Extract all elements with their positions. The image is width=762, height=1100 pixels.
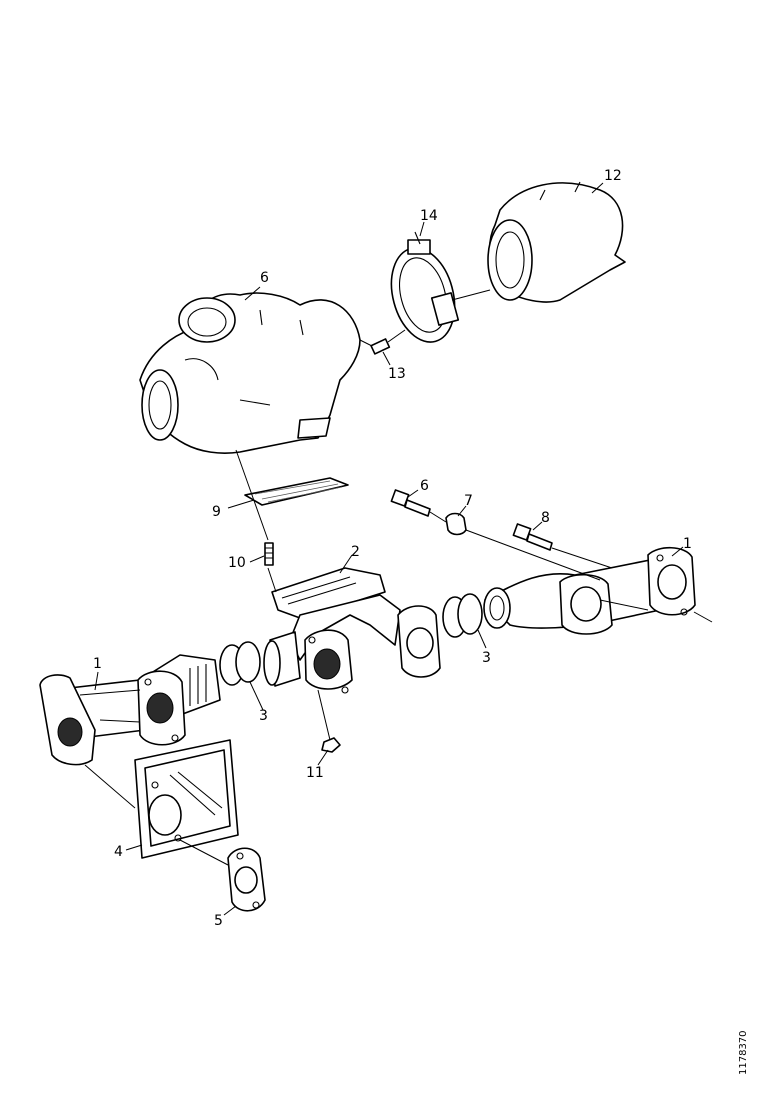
callout-3-left: 3 [259,708,268,724]
part-6-manifold-housing [139,292,361,454]
part-10-stud [264,542,274,566]
part-1-right-pipe [484,546,696,635]
part-5-flange-gasket [227,847,266,912]
part-8-bolt-upper [390,489,431,517]
callout-6-top: 6 [260,270,269,286]
part-3-left-seal-rings [219,631,301,687]
part-9-gasket [244,477,349,506]
callout-1-left: 1 [93,656,102,672]
callout-5: 5 [214,913,223,929]
leader-lines [79,182,713,916]
part-13-stud [370,338,391,355]
callout-8: 8 [541,510,550,526]
part-8-bolt-lower [512,523,553,551]
callout-4: 4 [114,844,123,860]
part-14-clamp [390,231,460,343]
callout-labels: 6 12 14 13 9 10 6 7 8 2 1 3 3 1 4 5 11 [93,168,692,929]
callout-10: 10 [228,555,246,571]
part-4-gasket-plate [134,739,239,859]
part-12-turbine-housing [487,181,626,303]
callout-12: 12 [604,168,622,184]
callout-14: 14 [420,208,438,224]
callout-11: 11 [306,765,324,781]
part-11-nut [321,737,341,753]
figure-reference: 1178370 [738,1030,749,1075]
part-7-spacer [445,512,467,536]
callout-7: 7 [464,493,473,509]
part-3-right-seal-rings [442,587,511,638]
callout-2: 2 [351,544,360,560]
callout-3-right: 3 [482,650,491,666]
callout-6-bottom: 6 [420,478,429,494]
callout-13: 13 [388,366,406,382]
callout-9: 9 [212,504,221,520]
part-2-center-manifold [271,567,401,694]
callout-1-right: 1 [683,536,692,552]
part-6-right-flange [397,605,441,678]
part-1-left-pipe [39,654,221,766]
